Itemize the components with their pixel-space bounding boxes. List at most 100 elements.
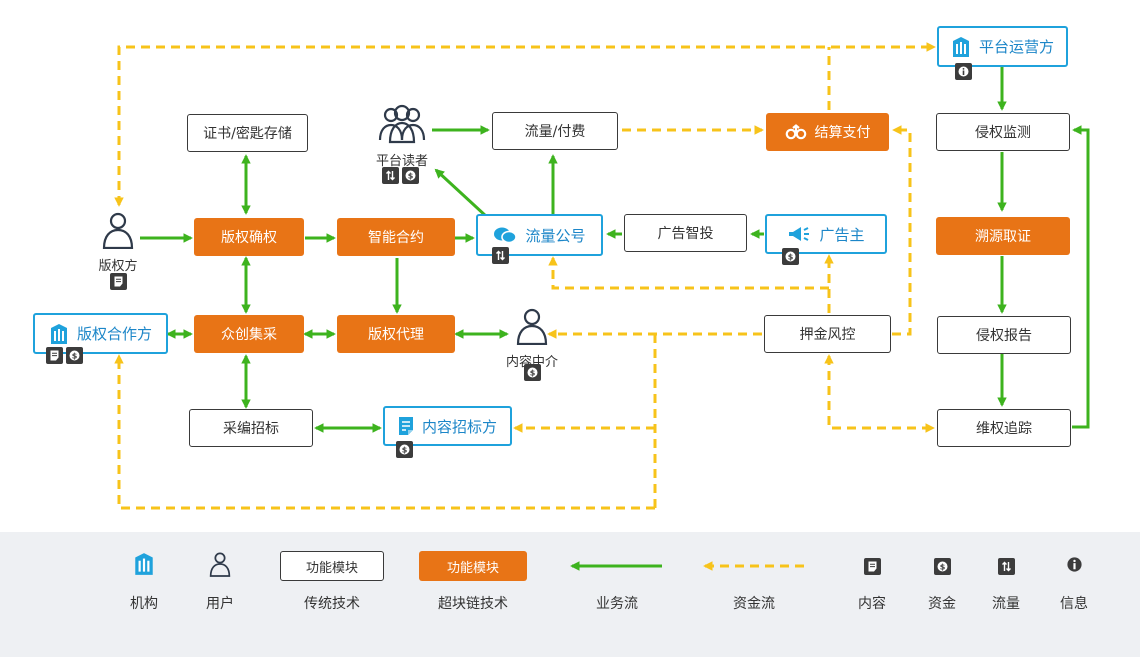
- platform-operator-entity: 平台运营方: [937, 26, 1068, 67]
- platform-operator-label: 平台运营方: [978, 38, 1054, 56]
- smart-contract-module: 智能合约: [337, 218, 455, 256]
- person-icon: [100, 211, 136, 253]
- content-bidder-entity: 内容招标方: [383, 406, 512, 446]
- legend-institution-label: 机构: [130, 596, 158, 612]
- svg-text:$: $: [788, 252, 794, 261]
- capital-deposit-tracking: [824, 354, 935, 433]
- copyright-owner-label: 版权方: [98, 259, 138, 274]
- content-bidder-tags: $: [396, 441, 413, 458]
- legend-capital-label: 资金: [928, 596, 956, 612]
- traffic-account-tags: [492, 247, 509, 264]
- document-icon: [398, 416, 414, 436]
- svg-text:$: $: [408, 171, 414, 180]
- legend-panel: [0, 532, 1140, 657]
- legend-traditional-tech-label: 传统技术: [304, 596, 360, 612]
- coin-icon: $: [524, 364, 541, 381]
- certificate-storage-module: 证书/密匙存储: [187, 114, 308, 152]
- flow-account-to-reader: [434, 168, 489, 219]
- copyright-partner-label: 版权合作方: [76, 325, 152, 343]
- svg-text:$: $: [530, 368, 536, 377]
- legend-info: 信息: [1049, 549, 1099, 613]
- copyright-agency-module: 版权代理: [337, 315, 455, 353]
- person-icon: [208, 551, 232, 581]
- legend-capital: $ 资金: [917, 549, 967, 613]
- traffic-icon: [492, 247, 509, 264]
- coin-icon: $: [396, 441, 413, 458]
- document-icon: [110, 273, 127, 290]
- settlement-payment-label: 结算支付: [814, 125, 871, 141]
- legend-traffic: 流量: [981, 549, 1031, 613]
- legend-traditional-box: 功能模块: [280, 551, 384, 581]
- legend-institution: 机构: [114, 549, 174, 613]
- platform-reader-tags: $: [382, 167, 419, 184]
- content-intermediary-actor: 内容中介: [503, 307, 561, 370]
- infringement-monitor-module: 侵权监测: [936, 113, 1070, 151]
- building-icon: [951, 36, 971, 58]
- capital-flow-lines: [114, 42, 936, 510]
- copyright-owner-tags: [110, 273, 127, 290]
- traffic-payment-module: 流量/付费: [492, 112, 618, 150]
- info-icon: [955, 63, 972, 80]
- copyright-confirm-module: 版权确权: [194, 218, 304, 256]
- traffic-icon: [997, 557, 1015, 575]
- copyright-partner-tags: $: [46, 347, 83, 364]
- legend-user: 用户: [190, 549, 250, 613]
- svg-text:$: $: [939, 562, 945, 571]
- trace-evidence-module: 溯源取证: [936, 217, 1070, 255]
- document-icon: [863, 557, 881, 575]
- capital-bottom-to-partner: [114, 354, 655, 510]
- chat-bubble-icon: [493, 225, 518, 245]
- content-bidder-label: 内容招标方: [421, 417, 497, 436]
- advertiser-tags: $: [782, 248, 799, 265]
- legend-traditional-tech: 功能模块 传统技术: [279, 549, 385, 613]
- legend-traffic-label: 流量: [992, 596, 1020, 612]
- chain-link-icon: [785, 124, 807, 140]
- coin-icon: $: [933, 557, 951, 575]
- legend-user-label: 用户: [206, 596, 234, 612]
- coin-icon: $: [782, 248, 799, 265]
- legend-content-label: 内容: [858, 596, 886, 612]
- megaphone-icon: [787, 225, 811, 243]
- legend-business-flow: 业务流: [567, 549, 667, 613]
- crowd-purchase-module: 众创集采: [194, 315, 304, 353]
- editorial-bidding-module: 采编招标: [189, 409, 313, 447]
- content-intermediary-tags: $: [524, 364, 541, 381]
- legend-blockchain-box: 功能模块: [419, 551, 527, 581]
- ad-smart-delivery-module: 广告智投: [624, 214, 747, 252]
- svg-text:$: $: [402, 445, 408, 454]
- person-icon: [514, 307, 550, 349]
- capital-deposit-account: [548, 256, 829, 290]
- building-icon: [133, 552, 155, 580]
- coin-icon: $: [402, 167, 419, 184]
- settlement-payment-module: 结算支付: [766, 113, 889, 151]
- legend-blockchain-tech-label: 超块链技术: [438, 596, 508, 612]
- platform-operator-tags: [955, 63, 972, 80]
- content-intermediary-label: 内容中介: [505, 355, 558, 370]
- coin-icon: $: [66, 347, 83, 364]
- infringement-report-module: 侵权报告: [937, 316, 1071, 354]
- copyright-owner-actor: 版权方: [94, 211, 142, 274]
- rights-tracking-module: 维权追踪: [937, 409, 1071, 447]
- legend-info-label: 信息: [1060, 596, 1088, 612]
- capital-deposit-to-settlement: [892, 125, 912, 336]
- advertiser-label: 广告主: [819, 225, 865, 244]
- copyright-partner-entity: 版权合作方: [33, 313, 168, 354]
- svg-text:$: $: [72, 351, 78, 360]
- building-icon: [49, 323, 69, 345]
- legend-capital-flow-label: 资金流: [733, 596, 775, 612]
- traffic-icon: [382, 167, 399, 184]
- legend-blockchain-tech: 功能模块 超块链技术: [418, 549, 528, 613]
- group-person-icon: [376, 104, 428, 148]
- legend-business-flow-label: 业务流: [596, 596, 638, 612]
- platform-reader-actor: 平台读者: [371, 104, 433, 169]
- document-icon: [46, 347, 63, 364]
- flow-tracking-loop-to-monitor: [1072, 125, 1090, 429]
- deposit-risk-module: 押金风控: [764, 315, 891, 353]
- advertiser-entity: 广告主: [765, 214, 887, 254]
- traffic-account-label: 流量公号: [525, 226, 586, 245]
- legend-capital-flow: 资金流: [700, 549, 808, 613]
- capital-top-loop: [114, 42, 936, 207]
- info-icon: [1066, 556, 1082, 576]
- legend-content: 内容: [847, 549, 897, 613]
